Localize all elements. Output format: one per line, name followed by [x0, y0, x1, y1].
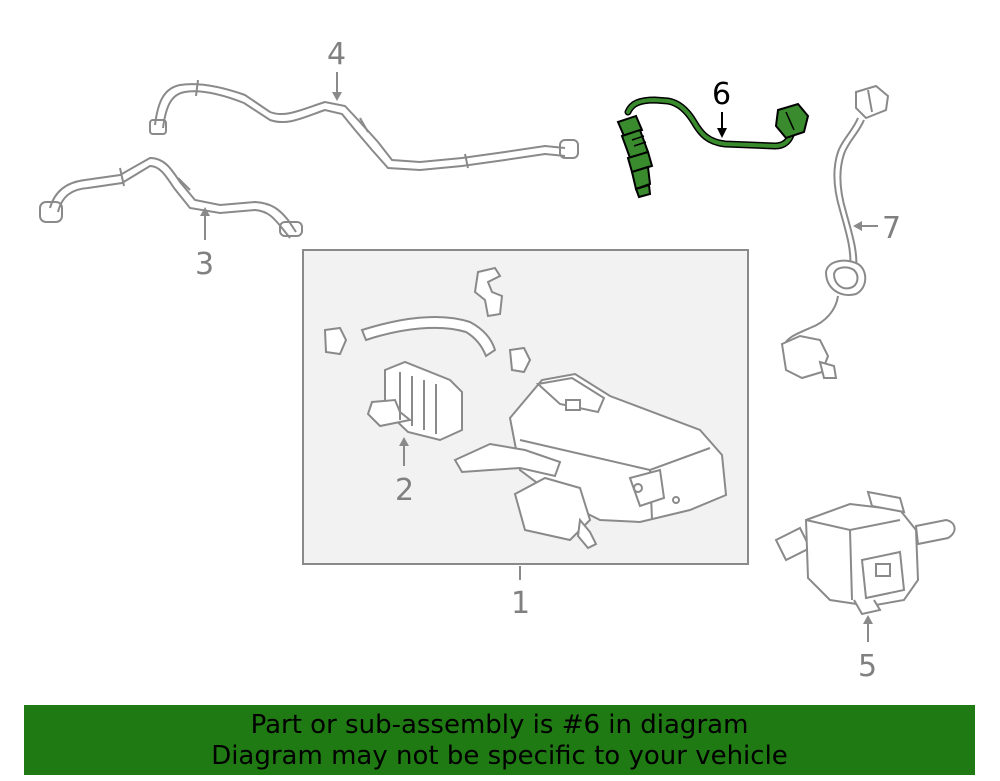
- callout-6-leader: [717, 112, 727, 138]
- notice-banner: Part or sub-assembly is #6 in diagram Di…: [24, 705, 975, 775]
- part-7-sensor-wire[interactable]: [780, 84, 890, 380]
- callout-2: 2: [395, 473, 414, 508]
- callout-3: 3: [195, 247, 214, 282]
- callout-5: 5: [858, 649, 877, 684]
- part-4-hose[interactable]: [149, 79, 579, 172]
- callout-3-leader: [200, 207, 210, 240]
- part-1-contents: [323, 266, 728, 550]
- part-5-valve[interactable]: [774, 490, 956, 616]
- part-6-oxygen-sensor[interactable]: [616, 96, 810, 199]
- exploded-parts-diagram: 4 3: [39, 37, 956, 684]
- callout-4-leader: [332, 72, 342, 101]
- callout-5-leader: [863, 615, 873, 642]
- notice-line-1: Part or sub-assembly is #6 in diagram: [250, 710, 749, 740]
- notice-line-2: Diagram may not be specific to your vehi…: [211, 741, 788, 771]
- callout-6: 6: [712, 77, 731, 112]
- callout-7-leader: [853, 221, 878, 231]
- callout-4: 4: [327, 37, 346, 72]
- callout-7: 7: [882, 211, 901, 246]
- callout-2-leader: [399, 437, 409, 466]
- part-3-hose[interactable]: [39, 156, 303, 239]
- callout-1: 1: [511, 586, 530, 621]
